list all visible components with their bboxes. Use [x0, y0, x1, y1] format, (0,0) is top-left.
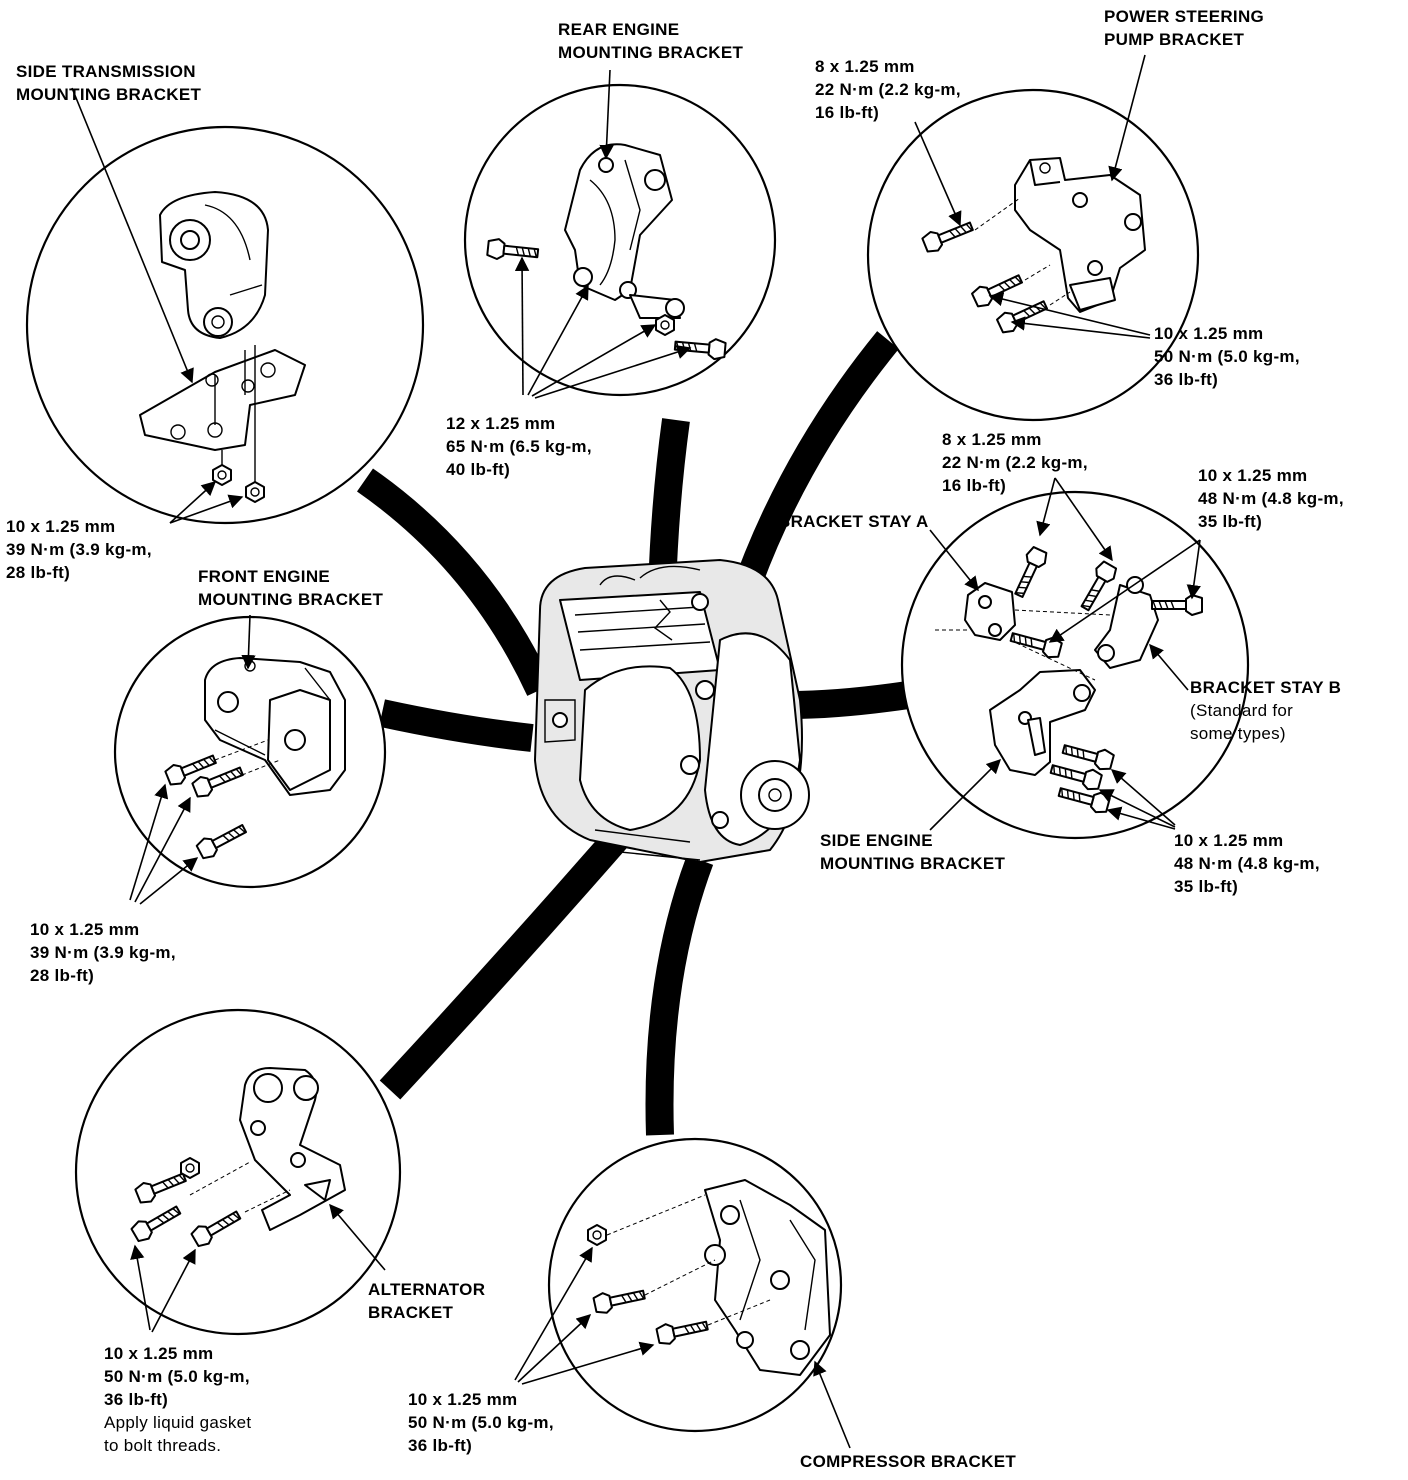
rear-engine-title-line-2: MOUNTING BRACKET	[558, 43, 744, 62]
bracket-stay-a-text: BRACKET STAY A	[778, 512, 929, 531]
bracket-stay-b-note-line-2: some types)	[1190, 724, 1286, 743]
alternator-spec: 10 x 1.25 mm 50 N·m (5.0 kg-m, 36 lb-ft)…	[104, 1342, 251, 1457]
spec-torque-lbft: 35 lb-ft)	[1198, 512, 1263, 531]
spec-size: 10 x 1.25 mm	[30, 920, 140, 939]
front-engine-detail	[113, 614, 387, 905]
spec-torque: 22 N·m (2.2 kg-m,	[815, 80, 961, 99]
side-transmission-title-line-2: MOUNTING BRACKET	[16, 85, 202, 104]
spec-size: 10 x 1.25 mm	[104, 1344, 214, 1363]
side-transmission-detail	[25, 87, 425, 525]
spec-torque-lbft: 36 lb-ft)	[1154, 370, 1219, 389]
side-engine-detail	[900, 477, 1250, 840]
side-engine-spec-top-left: 8 x 1.25 mm 22 N·m (2.2 kg-m, 16 lb-ft)	[942, 428, 1088, 497]
connector-side-engine	[789, 681, 911, 719]
side-engine-title-line-1: SIDE ENGINE	[820, 831, 933, 850]
front-engine-spec: 10 x 1.25 mm 39 N·m (3.9 kg-m, 28 lb-ft)	[30, 918, 176, 987]
side-engine-spec-bottom: 10 x 1.25 mm 48 N·m (4.8 kg-m, 35 lb-ft)	[1174, 829, 1320, 898]
rear-engine-title: REAR ENGINE MOUNTING BRACKET	[558, 18, 743, 64]
spec-size: 10 x 1.25 mm	[408, 1390, 518, 1409]
power-steering-spec-upper: 8 x 1.25 mm 22 N·m (2.2 kg-m, 16 lb-ft)	[815, 55, 961, 124]
spec-torque: 50 N·m (5.0 kg-m,	[408, 1413, 554, 1432]
spec-torque: 65 N·m (6.5 kg-m,	[446, 437, 592, 456]
bracket-stay-b-note-line-1: (Standard for	[1190, 701, 1294, 720]
spec-torque: 48 N·m (4.8 kg-m,	[1174, 854, 1320, 873]
spec-size: 10 x 1.25 mm	[1154, 324, 1264, 343]
power-steering-title-line-2: PUMP BRACKET	[1104, 30, 1245, 49]
spec-torque-lbft: 28 lb-ft)	[30, 966, 95, 985]
side-transmission-spec: 10 x 1.25 mm 39 N·m (3.9 kg-m, 28 lb-ft)	[6, 515, 152, 584]
power-steering-title-line-1: POWER STEERING	[1104, 7, 1265, 26]
bracket-stay-b-label: BRACKET STAY B (Standard for some types)	[1190, 676, 1341, 745]
power-steering-title: POWER STEERING PUMP BRACKET	[1104, 5, 1264, 51]
side-transmission-title: SIDE TRANSMISSION MOUNTING BRACKET	[16, 60, 201, 106]
alternator-title-line-1: ALTERNATOR	[368, 1280, 486, 1299]
spec-torque: 48 N·m (4.8 kg-m,	[1198, 489, 1344, 508]
alternator-note-line-2: to bolt threads.	[104, 1436, 222, 1455]
spec-torque-lbft: 36 lb-ft)	[104, 1390, 169, 1409]
rear-engine-detail	[463, 69, 777, 399]
alternator-detail	[74, 1008, 402, 1336]
front-engine-title-line-2: MOUNTING BRACKET	[198, 590, 384, 609]
side-engine-spec-top-right: 10 x 1.25 mm 48 N·m (4.8 kg-m, 35 lb-ft)	[1198, 464, 1344, 533]
compressor-title-text: COMPRESSOR BRACKET	[800, 1452, 1017, 1471]
power-steering-detail	[866, 54, 1200, 422]
rear-engine-title-line-1: REAR ENGINE	[558, 20, 680, 39]
alternator-title-line-2: BRACKET	[368, 1303, 454, 1322]
compressor-spec: 10 x 1.25 mm 50 N·m (5.0 kg-m, 36 lb-ft)	[408, 1388, 554, 1457]
power-steering-spec-lower: 10 x 1.25 mm 50 N·m (5.0 kg-m, 36 lb-ft)	[1154, 322, 1300, 391]
spec-torque: 50 N·m (5.0 kg-m,	[1154, 347, 1300, 366]
engine-assembly	[534, 559, 810, 863]
spec-size: 10 x 1.25 mm	[1174, 831, 1284, 850]
spec-torque-lbft: 28 lb-ft)	[6, 563, 71, 582]
spec-size: 10 x 1.25 mm	[1198, 466, 1308, 485]
spec-torque-lbft: 35 lb-ft)	[1174, 877, 1239, 896]
spec-torque: 39 N·m (3.9 kg-m,	[6, 540, 152, 559]
spec-size: 12 x 1.25 mm	[446, 414, 556, 433]
spec-torque-lbft: 36 lb-ft)	[408, 1436, 473, 1455]
spec-size: 8 x 1.25 mm	[942, 430, 1042, 449]
side-engine-title: SIDE ENGINE MOUNTING BRACKET	[820, 829, 1005, 875]
compressor-detail	[514, 1137, 851, 1449]
side-transmission-title-line-1: SIDE TRANSMISSION	[16, 62, 196, 81]
alternator-title: ALTERNATOR BRACKET	[368, 1278, 485, 1324]
rear-engine-spec: 12 x 1.25 mm 65 N·m (6.5 kg-m, 40 lb-ft)	[446, 412, 592, 481]
spec-size: 10 x 1.25 mm	[6, 517, 116, 536]
spec-torque: 22 N·m (2.2 kg-m,	[942, 453, 1088, 472]
spec-size: 8 x 1.25 mm	[815, 57, 915, 76]
side-engine-title-line-2: MOUNTING BRACKET	[820, 854, 1006, 873]
spec-torque-lbft: 40 lb-ft)	[446, 460, 511, 479]
hub-connectors	[357, 331, 911, 1136]
alternator-note-line-1: Apply liquid gasket	[104, 1413, 252, 1432]
compressor-title: COMPRESSOR BRACKET	[800, 1450, 1016, 1473]
spec-torque-lbft: 16 lb-ft)	[942, 476, 1007, 495]
front-engine-title-line-1: FRONT ENGINE	[198, 567, 331, 586]
bracket-stay-b-text: BRACKET STAY B	[1190, 678, 1342, 697]
front-engine-title: FRONT ENGINE MOUNTING BRACKET	[198, 565, 383, 611]
connector-compressor	[645, 855, 714, 1136]
connector-power-steering	[728, 331, 899, 605]
connector-side-transmission	[357, 468, 553, 696]
spec-torque: 39 N·m (3.9 kg-m,	[30, 943, 176, 962]
spec-torque: 50 N·m (5.0 kg-m,	[104, 1367, 250, 1386]
bracket-stay-a-label: BRACKET STAY A	[778, 510, 929, 533]
spec-torque-lbft: 16 lb-ft)	[815, 103, 880, 122]
connector-front-engine	[379, 699, 534, 752]
